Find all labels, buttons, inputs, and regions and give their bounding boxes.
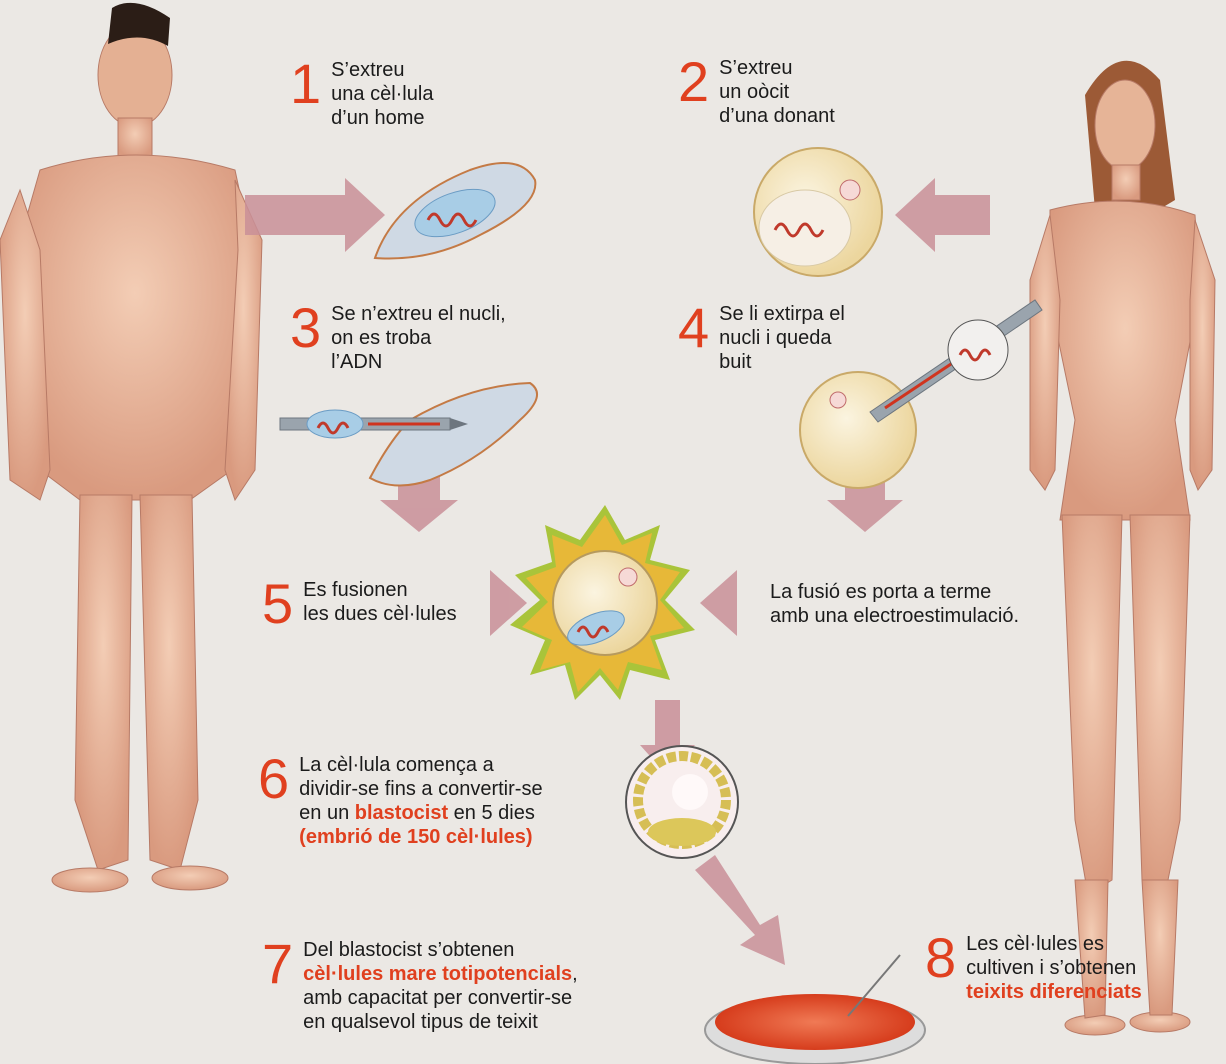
step-text: Se li extirpa el nucli i queda buit <box>719 302 845 374</box>
blastocyst <box>626 746 738 858</box>
step-text: Les cèl·lules es cultiven i s’obtenen te… <box>966 932 1142 1004</box>
step-5: 5 Es fusionen les dues cèl·lules <box>262 578 457 630</box>
step-6: 6 La cèl·lula comença a dividir-se fins … <box>258 753 543 849</box>
step-number: 3 <box>290 302 321 354</box>
step-number: 4 <box>678 302 709 354</box>
step-text: S’extreu un oòcit d’una donant <box>719 56 835 128</box>
step-number: 7 <box>262 938 293 990</box>
step-8: 8 Les cèl·lules es cultiven i s’obtenen … <box>925 932 1142 1004</box>
step-number: 6 <box>258 753 289 805</box>
step-number: 2 <box>678 56 709 108</box>
step-text: Es fusionen les dues cèl·lules <box>303 578 456 626</box>
step-7: 7 Del blastocist s’obtenen cèl·lules mar… <box>262 938 578 1034</box>
step-text: La cèl·lula comença a dividir-se fins a … <box>299 753 542 849</box>
step-number: 1 <box>290 58 321 110</box>
step-text: Del blastocist s’obtenen cèl·lules mare … <box>303 938 578 1034</box>
step-text: S’extreu una cèl·lula d’un home <box>331 58 433 130</box>
step-4: 4 Se li extirpa el nucli i queda buit <box>678 302 845 374</box>
fusion-note: La fusió es porta a terme amb una electr… <box>770 580 1019 628</box>
oocyte <box>754 148 882 276</box>
step-number: 8 <box>925 932 956 984</box>
step-text: Se n’extreu el nucli, on es troba l’ADN <box>331 302 506 374</box>
step-number: 5 <box>262 578 293 630</box>
step-3: 3 Se n’extreu el nucli, on es troba l’AD… <box>290 302 506 374</box>
step-1: 1 S’extreu una cèl·lula d’un home <box>290 58 433 130</box>
step-2: 2 S’extreu un oòcit d’una donant <box>678 56 835 128</box>
